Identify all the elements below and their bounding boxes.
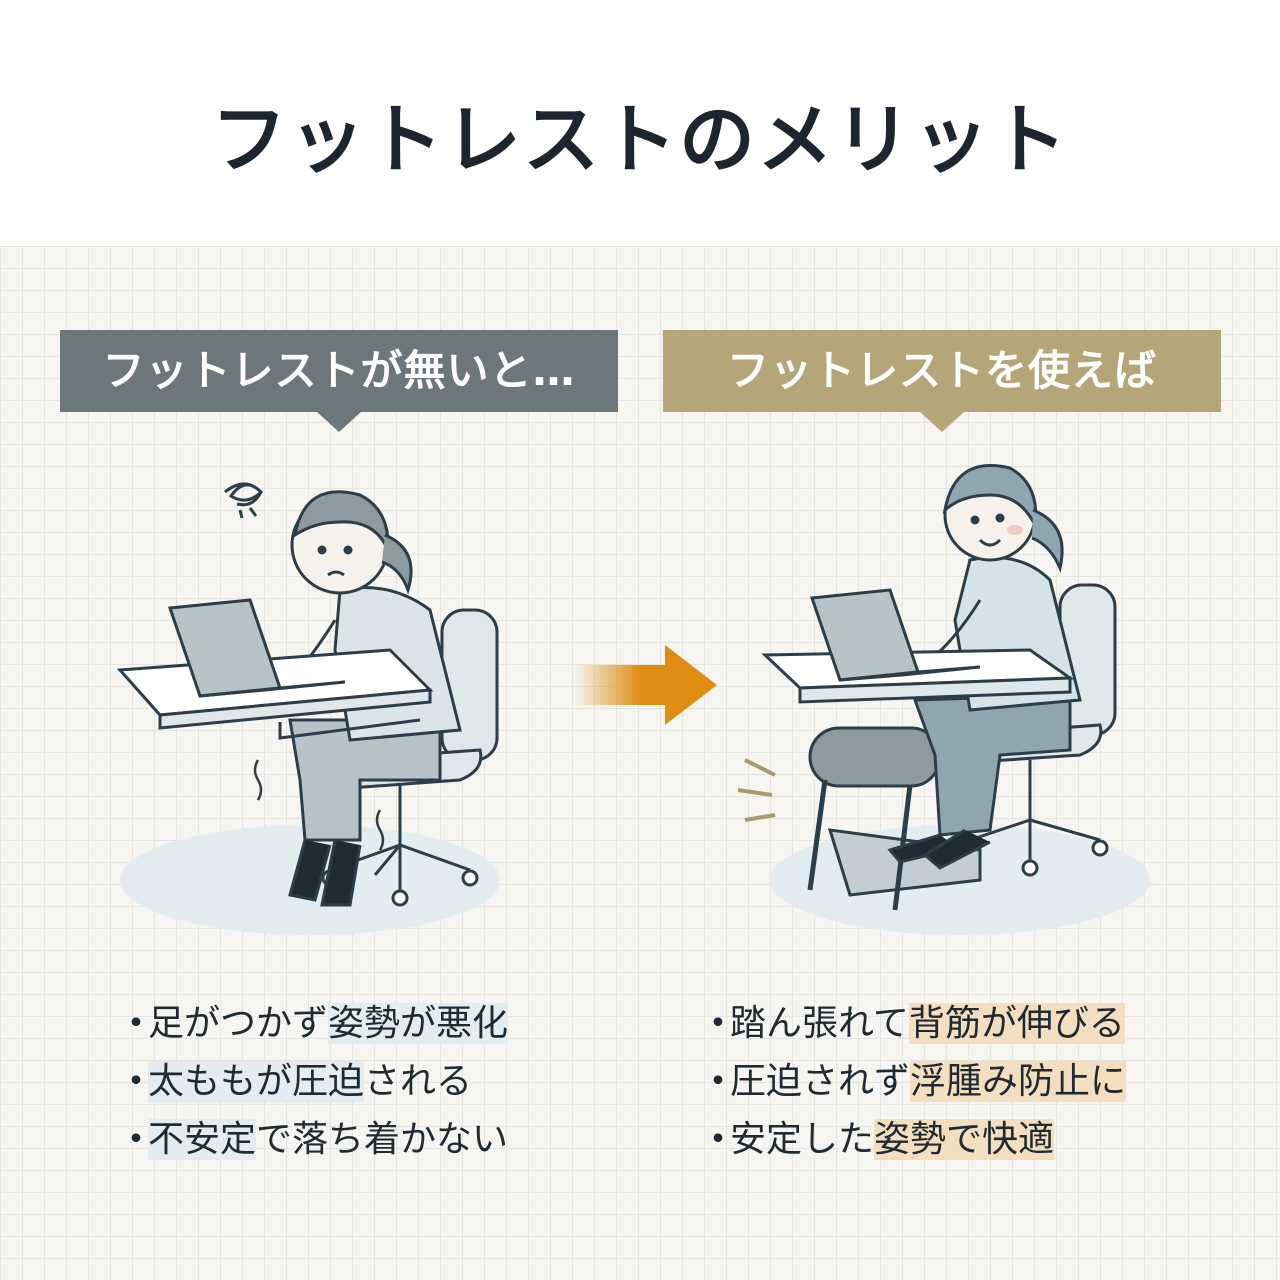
motion-lines-icon bbox=[737, 758, 776, 822]
list-item: ・安定した姿勢で快適 bbox=[700, 1111, 1126, 1169]
upright-woman-illustration bbox=[737, 464, 1150, 935]
with-footrest-banner: フットレストを使えば bbox=[663, 330, 1221, 432]
arrow-right-icon bbox=[575, 645, 717, 725]
bullet: ・ bbox=[700, 1061, 737, 1102]
bullet: ・ bbox=[118, 1119, 155, 1160]
list-item: ・足がつかず姿勢が悪化 bbox=[118, 995, 509, 1053]
dizzy-icon bbox=[224, 482, 264, 519]
highlight-text: 姿勢で快適 bbox=[874, 1119, 1055, 1160]
highlight-text: 太ももが圧迫 bbox=[148, 1061, 365, 1102]
bullet: ・ bbox=[118, 1003, 155, 1044]
highlight-text: 背筋が伸びる bbox=[908, 1003, 1125, 1044]
bullet: ・ bbox=[118, 1061, 155, 1102]
slouching-woman-illustration bbox=[116, 482, 500, 935]
without-footrest-list: ・足がつかず姿勢が悪化 ・太ももが圧迫される ・不安定で落ち着かない bbox=[118, 995, 509, 1169]
bullet: ・ bbox=[700, 1003, 737, 1044]
list-item: ・太ももが圧迫される bbox=[118, 1053, 508, 1111]
list-item: ・圧迫されず浮腫み防止に bbox=[700, 1053, 1127, 1111]
page-title: フットレストのメリット bbox=[211, 95, 1069, 184]
list-item: ・不安定で落ち着かない bbox=[118, 1111, 508, 1169]
list-item: ・踏ん張れて背筋が伸びる bbox=[700, 995, 1126, 1053]
with-footrest-list: ・踏ん張れて背筋が伸びる ・圧迫されず浮腫み防止に ・安定した姿勢で快適 bbox=[700, 995, 1127, 1169]
without-footrest-banner: フットレストが無いと… bbox=[60, 330, 618, 432]
bullet: ・ bbox=[700, 1119, 737, 1160]
highlight-text: 不安定 bbox=[148, 1119, 257, 1160]
comparison-panel bbox=[0, 246, 1280, 1280]
highlight-text: 姿勢が悪化 bbox=[328, 1003, 509, 1044]
highlight-text: 浮腫み防止に bbox=[910, 1061, 1127, 1102]
